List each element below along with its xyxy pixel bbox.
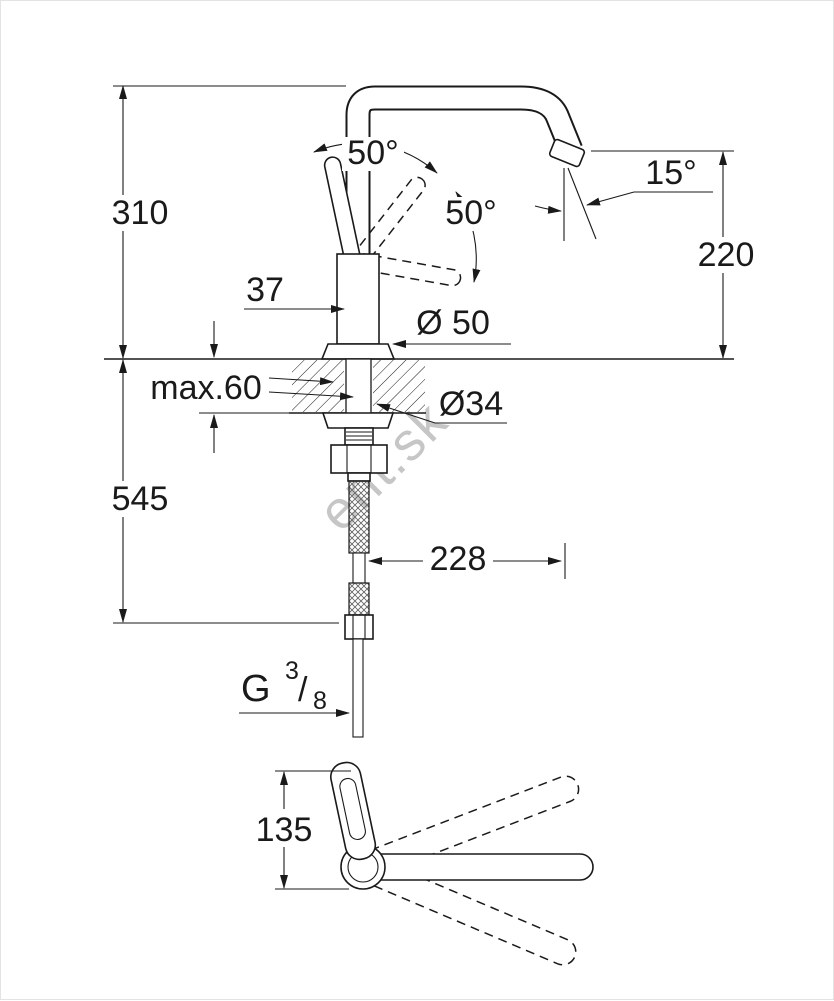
angle-15-leader xyxy=(586,191,635,206)
faucet-top-view xyxy=(330,761,594,966)
dim-545-label-bg xyxy=(105,481,175,517)
mounting-shank xyxy=(345,358,372,416)
supply-pipe xyxy=(352,638,364,738)
dimension-dia34: Ø34 xyxy=(376,385,507,424)
max60-leader-2 xyxy=(268,391,354,401)
faucet-side-view xyxy=(320,85,586,360)
angle-15-spout: 15° xyxy=(534,154,713,241)
countertop-hatch-right xyxy=(373,360,425,412)
spout-tube-inner xyxy=(347,87,581,331)
dia34-label: Ø34 xyxy=(439,385,503,423)
dimension-310: 310 xyxy=(107,85,346,359)
angle-50-back-label-bg xyxy=(438,197,504,231)
dim-310-label: 310 xyxy=(112,194,169,232)
handle-top-view xyxy=(330,761,377,861)
dim-135-label: 135 xyxy=(256,811,313,849)
dimension-max60: max.60 xyxy=(150,321,354,453)
dia50-label: Ø 50 xyxy=(416,304,490,342)
dia34-leader xyxy=(376,403,436,424)
braided-hose-upper xyxy=(348,480,370,554)
dimension-545: 545 xyxy=(105,359,339,624)
max60-label: max.60 xyxy=(150,369,262,407)
dim-228-label: 228 xyxy=(430,540,487,578)
angle-50-front: 50° xyxy=(313,134,438,174)
dimension-37: 37 xyxy=(244,271,345,313)
stabilizing-washer xyxy=(321,412,395,429)
angle-50-back-label: 50° xyxy=(445,194,496,232)
dimension-thread-g38: G 3 / 8 xyxy=(239,657,350,717)
dim-228-label-bg xyxy=(423,542,493,577)
aerator-nozzle xyxy=(548,138,586,168)
mounting-nut xyxy=(330,444,388,474)
braided-hose-lower xyxy=(348,582,370,616)
dimension-dia50: Ø 50 xyxy=(392,304,511,348)
angle-50-front-label: 50° xyxy=(347,134,398,172)
dim-220-label-bg xyxy=(693,237,759,273)
hose-end-fitting xyxy=(344,614,374,640)
thread-g38-label: G 3 / 8 xyxy=(241,657,327,715)
faucet-body xyxy=(336,253,380,345)
angle-50-back: 50° xyxy=(438,191,504,283)
angle-15-label: 15° xyxy=(645,154,696,192)
dim-37-label: 37 xyxy=(246,271,284,309)
dim-220-label: 220 xyxy=(698,236,755,274)
spout-axis-reference xyxy=(567,167,597,240)
countertop-section xyxy=(104,358,734,414)
dimension-135: 135 xyxy=(252,770,351,890)
handle-dashed-position-1 xyxy=(352,176,426,266)
hose-middle-tube xyxy=(352,552,366,584)
countertop-hatch-left xyxy=(292,360,344,412)
handle-top-view-inner xyxy=(339,777,366,841)
dim-545-label: 545 xyxy=(112,480,169,518)
spout-arm-solid xyxy=(362,853,594,881)
angle-50-front-label-bg xyxy=(342,137,404,171)
angle-15-arc xyxy=(534,205,562,214)
dim-310-label-bg xyxy=(107,195,173,231)
faucet-base xyxy=(320,343,396,360)
dimension-228: 228 xyxy=(368,540,566,579)
max60-leader-1 xyxy=(268,377,334,386)
below-deck-assembly xyxy=(321,358,395,738)
dimension-220: 220 xyxy=(591,150,759,359)
hose-collar xyxy=(347,472,371,482)
dim-135-label-bg xyxy=(252,809,316,847)
